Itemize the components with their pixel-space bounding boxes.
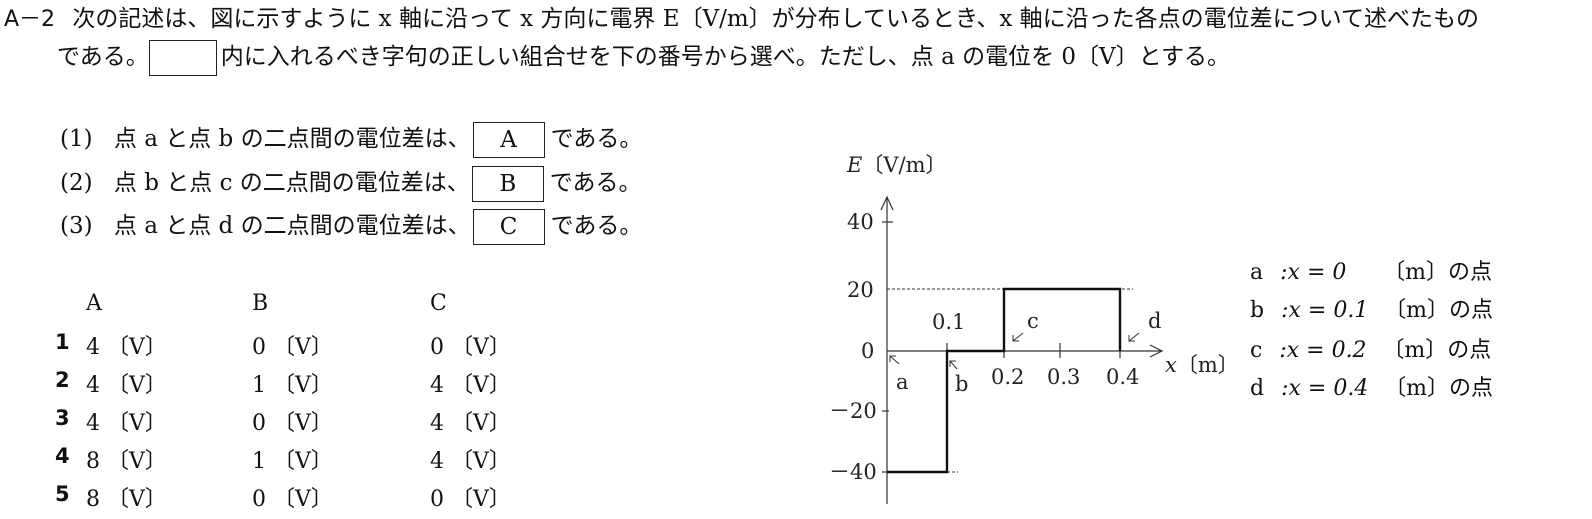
choice-3-C: 4 〔V〕 — [430, 411, 511, 436]
x-axis-arrow-icon — [1149, 344, 1164, 358]
y-axis-label: E〔V/m〕 — [846, 153, 947, 177]
choice-2-number[interactable]: 2 — [55, 368, 70, 392]
legend-eq: :x = 0.1 — [1281, 298, 1369, 323]
legend-point: a — [1250, 260, 1264, 285]
choice-1-number[interactable]: 1 — [55, 330, 70, 354]
question-line-1: A－2 次の記述は、図に示すように x 軸に沿って x 方向に電界 E〔V/m〕… — [4, 4, 1479, 35]
header-C: C — [430, 291, 447, 316]
xtick-0.4: 0.4 — [1106, 365, 1139, 389]
svg-text:d: d — [1148, 309, 1161, 333]
item-suffix: である。 — [550, 126, 643, 152]
choice-3-B: 0 〔V〕 — [252, 411, 333, 436]
xtick-0.3: 0.3 — [1047, 365, 1080, 389]
choice-4-B: 1 〔V〕 — [252, 449, 333, 474]
item-label: (1) — [60, 126, 93, 152]
choice-2-A: 4 〔V〕 — [86, 373, 167, 398]
x-axis-label: x〔m〕 — [1165, 353, 1239, 377]
choice-1-C: 0 〔V〕 — [430, 335, 511, 360]
choice-1-A: 4 〔V〕 — [86, 335, 167, 360]
legend-eq: :x = 0 — [1280, 260, 1347, 285]
choice-1-B: 0 〔V〕 — [252, 335, 333, 360]
choice-3-number[interactable]: 3 — [55, 406, 70, 430]
choice-5-A: 8 〔V〕 — [86, 487, 167, 512]
item-label: (3) — [60, 213, 93, 239]
choice-4-A: 8 〔V〕 — [86, 449, 167, 474]
xtick-0.2: 0.2 — [991, 365, 1024, 389]
choice-5-B: 0 〔V〕 — [252, 487, 333, 512]
question-line-2: である。 内に入れるべき字句の正しい組合せを下の番号から選べ。ただし、点 a の電… — [57, 40, 1230, 76]
y-axis-arrow-icon — [880, 195, 894, 211]
legend-b: b :x = 0.1 〔m〕の点 — [1250, 292, 1493, 324]
blank-B: B — [471, 166, 544, 202]
point-d-marker: d — [1128, 309, 1161, 342]
legend-point: c — [1250, 338, 1263, 363]
ytick-0: 0 — [861, 339, 874, 363]
choice-2-C: 4 〔V〕 — [430, 373, 511, 398]
blank-A: A — [472, 122, 545, 158]
item-text: 点 a と点 b の二点間の電位差は、 — [113, 126, 471, 152]
ytick-40: 40 — [847, 210, 874, 234]
legend-d: d :x = 0.4 〔m〕の点 — [1250, 370, 1493, 402]
choice-4-number[interactable]: 4 — [55, 444, 70, 468]
svg-text:c: c — [1027, 309, 1039, 333]
item-text: 点 b と点 c の二点間の電位差は、 — [113, 170, 470, 196]
legend-unit: 〔m〕の点 — [1384, 376, 1493, 401]
legend-unit: 〔m〕の点 — [1384, 298, 1493, 323]
question-text-1: 次の記述は、図に示すように x 軸に沿って x 方向に電界 E〔V/m〕が分布し… — [72, 6, 1479, 32]
legend-point: b — [1250, 298, 1265, 323]
legend-unit: 〔m〕の点 — [1383, 260, 1492, 285]
choice-2-B: 1 〔V〕 — [252, 373, 333, 398]
header-A: A — [86, 291, 102, 316]
question-text-2b: 内に入れるべき字句の正しい組合せを下の番号から選べ。ただし、点 a の電位を 0… — [220, 44, 1230, 70]
header-B: B — [252, 291, 269, 316]
legend-unit: 〔m〕の点 — [1382, 338, 1492, 363]
blank-box — [148, 40, 217, 76]
ytick-neg40: －40 — [829, 460, 877, 484]
question-text-2a: である。 — [57, 44, 149, 70]
point-c-marker: c — [1012, 309, 1039, 342]
choice-3-A: 4 〔V〕 — [86, 411, 167, 436]
legend-eq: :x = 0.4 — [1281, 376, 1369, 401]
choice-5-number[interactable]: 5 — [55, 482, 70, 506]
item-label: (2) — [60, 170, 93, 196]
blank-C: C — [472, 209, 545, 245]
efield-plot-line — [887, 287, 1122, 474]
item-suffix: である。 — [549, 170, 642, 196]
legend-a: a :x = 0 〔m〕の点 — [1250, 254, 1492, 286]
point-a-marker: a — [889, 355, 909, 394]
ytick-neg20: －20 — [829, 399, 877, 423]
point-b-marker: b — [949, 360, 968, 396]
choice-4-C: 4 〔V〕 — [430, 449, 511, 474]
choice-5-C: 0 〔V〕 — [430, 487, 511, 512]
ytick-20: 20 — [847, 278, 874, 302]
legend-c: c :x = 0.2 〔m〕の点 — [1250, 332, 1491, 364]
legend-eq: :x = 0.2 — [1279, 338, 1367, 363]
item-text: 点 a と点 d の二点間の電位差は、 — [113, 213, 471, 239]
xtick-0.1: 0.1 — [932, 310, 965, 334]
legend-point: d — [1250, 376, 1265, 401]
svg-text:b: b — [955, 372, 968, 396]
item-suffix: である。 — [550, 213, 643, 239]
question-number: A－2 — [4, 7, 56, 32]
svg-text:a: a — [896, 370, 909, 394]
